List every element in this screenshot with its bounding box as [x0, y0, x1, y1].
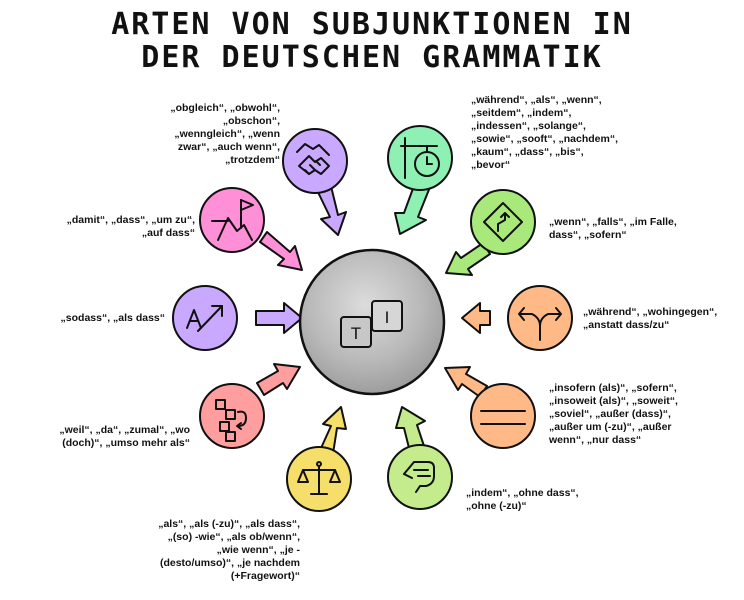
scales-icon [297, 461, 341, 495]
label-restriktiv: „insofern (als)“, „sofern“, „insoweit (a… [549, 382, 678, 446]
node-kausal [199, 383, 265, 449]
page-title: ARTEN VON SUBJUNKTIONEN IN DER DEUTSCHEN… [0, 8, 744, 74]
label-kausal: „weil“, „da“, „zumal“, „wo (doch)“, „ums… [59, 424, 190, 449]
node-komparativ [286, 446, 352, 512]
node-konsekutiv [172, 285, 238, 351]
center-node: T I [298, 248, 446, 396]
arrow-final [259, 231, 303, 271]
fist-icon [403, 461, 435, 493]
center-letter-left: T [351, 324, 361, 343]
node-konzessiv [282, 128, 348, 194]
fork-arrow-icon [518, 307, 562, 341]
center-letter-right: I [385, 308, 390, 327]
handshake-icon [296, 143, 330, 175]
node-adversativ [507, 285, 573, 351]
flowchart-icon [215, 399, 247, 442]
arrow-konditional [445, 242, 491, 276]
arrow-restriktiv [444, 366, 488, 398]
label-adversativ: „während“, „wohingegen“, „anstatt dass/z… [583, 306, 718, 331]
flag-icon [211, 199, 254, 241]
translation-icon: T I [340, 300, 403, 348]
label-konsekutiv: „sodass“, „als dass“ [60, 312, 165, 324]
node-modal [387, 444, 453, 510]
clock-icon [400, 137, 440, 179]
arrow-konsekutiv [255, 302, 303, 334]
arrow-icon [186, 305, 223, 332]
label-temporal: „während“, „als“, „wenn“, „seitdem“, „in… [471, 94, 619, 171]
node-konditional [470, 189, 536, 255]
label-komparativ: „als“, „als (-zu)“, „als dass“, „(so) -w… [158, 518, 300, 582]
arrow-temporal [394, 182, 431, 235]
node-temporal [387, 125, 453, 191]
node-final [199, 187, 265, 253]
arrow-kausal [256, 363, 301, 396]
node-restriktiv [470, 383, 536, 449]
arrow-adversativ [461, 302, 491, 334]
label-konditional: „wenn“, „falls“, „im Falle, dass“, „sofe… [549, 216, 677, 241]
label-konzessiv: „obgleich“, „obwohl“, „obschon“, „wenngl… [170, 102, 280, 166]
title-line-1: ARTEN VON SUBJUNKTIONEN IN [111, 7, 633, 42]
equals-icon [480, 410, 526, 425]
label-final: „damit“, „dass“, „um zu“, „auf dass“ [66, 214, 195, 239]
label-modal: „indem“, „ohne dass“, „ohne (-zu)“ [466, 487, 579, 512]
road-sign-icon [483, 202, 523, 242]
title-line-2: DER DEUTSCHEN GRAMMATIK [141, 40, 603, 75]
